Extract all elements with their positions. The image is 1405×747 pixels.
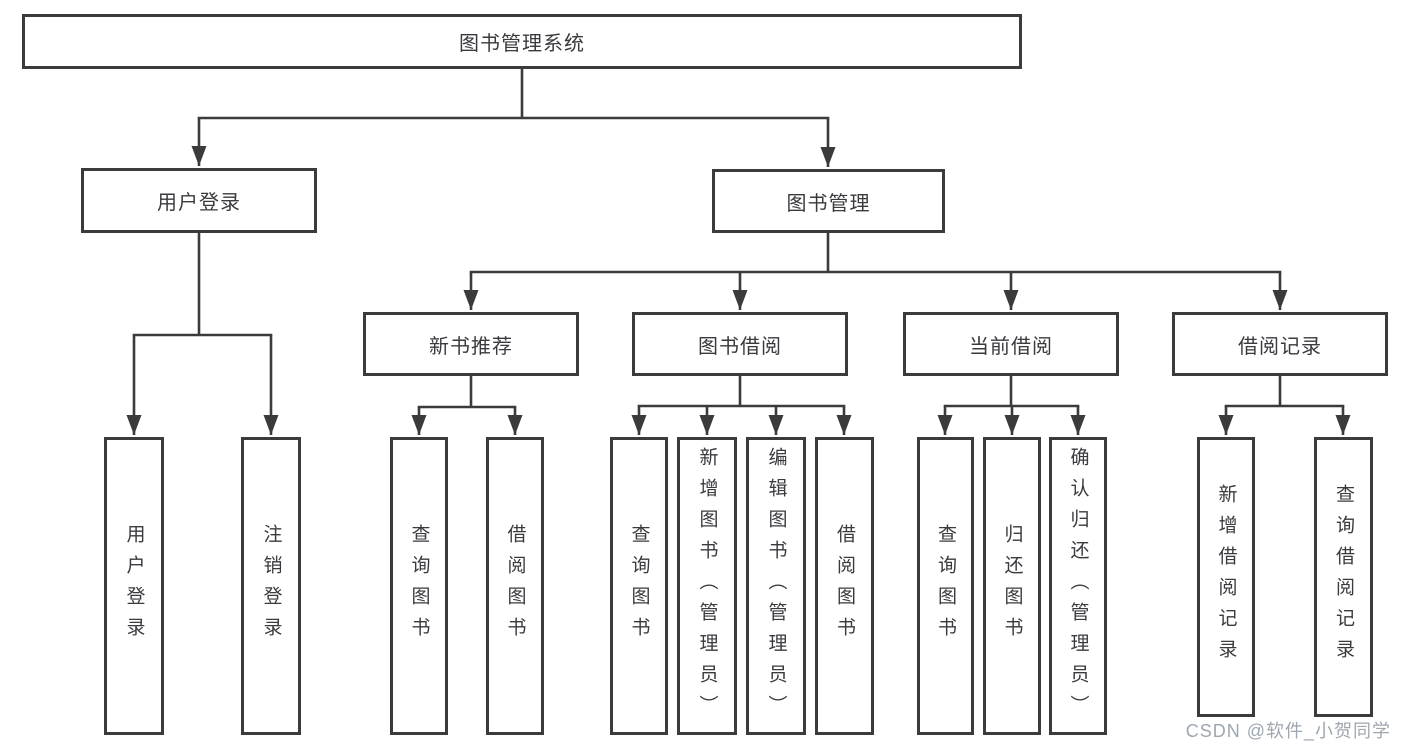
node-book-management-module: 图书管理 — [712, 169, 945, 233]
node-label: 图书借阅 — [698, 335, 782, 358]
node-label: 图书管理系统 — [459, 33, 585, 55]
leaf-label: 新增借阅记录 — [1215, 484, 1237, 670]
leaf-label: 查询图书 — [628, 524, 650, 648]
node-label: 图书管理 — [786, 192, 871, 215]
node-book-borrowing: 图书借阅 — [632, 312, 848, 376]
leaf-return-book: 归还图书 — [983, 437, 1041, 735]
leaf-query-book: 查询图书 — [917, 437, 974, 735]
leaf-user-login: 用户登录 — [104, 437, 164, 735]
leaf-label: 查询借阅记录 — [1333, 484, 1354, 670]
node-library-management-system: 图书管理系统 — [22, 14, 1022, 69]
leaf-label: 用户登录 — [123, 524, 145, 648]
node-label: 用户登录 — [157, 192, 241, 214]
leaf-label: 编辑图书（管理员） — [765, 446, 787, 726]
leaf-label: 新增图书（管理员） — [696, 446, 718, 726]
node-current-borrowing: 当前借阅 — [903, 312, 1119, 376]
leaf-label: 注销登录 — [260, 524, 282, 648]
leaf-label: 查询图书 — [408, 524, 430, 648]
leaf-logout: 注销登录 — [241, 437, 301, 735]
leaf-borrow-book: 借阅图书 — [815, 437, 874, 735]
leaf-query-book: 查询图书 — [610, 437, 668, 735]
leaf-query-book: 查询图书 — [390, 437, 448, 735]
leaf-label: 确认归还（管理员） — [1067, 446, 1089, 726]
leaf-confirm-return-admin: 确认归还（管理员） — [1049, 437, 1107, 735]
node-borrowing-records: 借阅记录 — [1172, 312, 1388, 376]
leaf-query-borrow-record: 查询借阅记录 — [1314, 437, 1373, 717]
leaf-label: 借阅图书 — [834, 524, 855, 648]
node-label: 当前借阅 — [969, 335, 1053, 358]
leaf-add-book-admin: 新增图书（管理员） — [677, 437, 737, 735]
node-new-book-recommend: 新书推荐 — [363, 312, 579, 376]
leaf-label: 归还图书 — [1001, 524, 1023, 648]
leaf-label: 借阅图书 — [504, 524, 526, 648]
node-user-login-module: 用户登录 — [81, 168, 317, 233]
node-label: 新书推荐 — [429, 335, 513, 358]
leaf-edit-book-admin: 编辑图书（管理员） — [746, 437, 806, 735]
csdn-watermark: CSDN @软件_小贺同学 — [1185, 721, 1391, 741]
leaf-label: 查询图书 — [935, 524, 956, 648]
node-label: 借阅记录 — [1238, 335, 1322, 358]
leaf-borrow-book: 借阅图书 — [486, 437, 544, 735]
leaf-add-borrow-record: 新增借阅记录 — [1197, 437, 1255, 717]
